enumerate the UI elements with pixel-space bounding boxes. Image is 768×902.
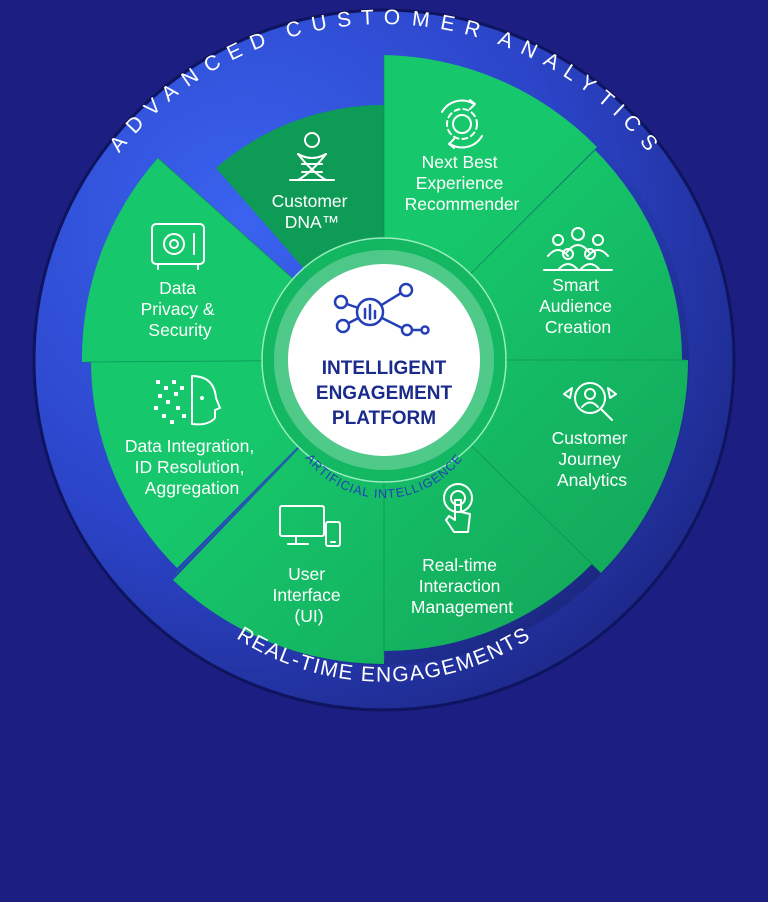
safe-icon [151, 223, 205, 270]
ui-line-3: (UI) [294, 606, 323, 626]
svg-text:ENGAGEMENT: ENGAGEMENT [316, 383, 453, 404]
dna-person-icon [289, 132, 335, 181]
next-best-line-1: Next Best [422, 152, 498, 172]
touch-target-icon [443, 483, 473, 533]
svg-text:Next Best Experience R: Next Best Experience Recommender [405, 152, 520, 214]
network-nodes-icon [333, 282, 430, 337]
next-best-line-3: Recommender [405, 194, 520, 214]
interaction-line-1: Real-time [422, 555, 497, 575]
journey-line-3: Analytics [557, 470, 627, 490]
smart-audience-line-1: Smart [552, 275, 599, 295]
hub-title-line-2: ENGAGEMENT [316, 383, 453, 404]
svg-text:Data Privacy & Securit: Data Privacy & Security [141, 278, 220, 340]
interaction-line-2: Interaction [419, 576, 501, 596]
svg-text:Data Integration, ID Resol: Data Integration, ID Resolution, Aggrega… [125, 436, 259, 498]
customer-dna-line-1: Customer [272, 191, 348, 211]
svg-text:Smart Audience Creatio: Smart Audience Creation [539, 275, 617, 337]
gear-cycle-icon [441, 99, 483, 149]
journey-line-1: Customer [552, 428, 628, 448]
hub-core[interactable] [288, 264, 480, 456]
journey-line-2: Journey [558, 449, 621, 469]
next-best-line-2: Experience [416, 173, 504, 193]
data-face-icon [154, 375, 221, 426]
hub-title-line-1: INTELLIGENT [322, 358, 447, 379]
hub-title-line-3: PLATFORM [332, 408, 436, 429]
data-privacy-line-2: Privacy & [141, 299, 215, 319]
customer-dna-line-2: DNA™ [285, 212, 339, 232]
data-integration-line-2: ID Resolution, [135, 457, 245, 477]
audience-group-icon [543, 227, 613, 271]
data-integration-line-3: Aggregation [145, 478, 239, 498]
data-privacy-line-1: Data [159, 278, 196, 298]
svg-text:Real-time Interaction: Real-time Interaction Management [411, 555, 513, 617]
data-privacy-line-3: Security [148, 320, 211, 340]
ui-line-2: Interface [273, 585, 341, 605]
svg-text:Customer DNA™: Customer DNA™ [272, 191, 353, 232]
svg-text:INTELLIGENT: INTELLIGENT [322, 358, 447, 379]
ui-line-1: User [288, 564, 325, 584]
devices-icon [279, 505, 341, 547]
smart-audience-line-2: Audience [539, 296, 612, 316]
magnifier-person-icon [563, 382, 617, 421]
svg-text:Customer Journey Analy: Customer Journey Analytics [552, 428, 633, 490]
svg-text:PLATFORM: PLATFORM [332, 408, 436, 429]
smart-audience-line-3: Creation [545, 317, 611, 337]
svg-text:User Interface (UI): User Interface (UI) [273, 564, 346, 626]
interaction-line-3: Management [411, 597, 513, 617]
data-integration-line-1: Data Integration, [125, 436, 254, 456]
